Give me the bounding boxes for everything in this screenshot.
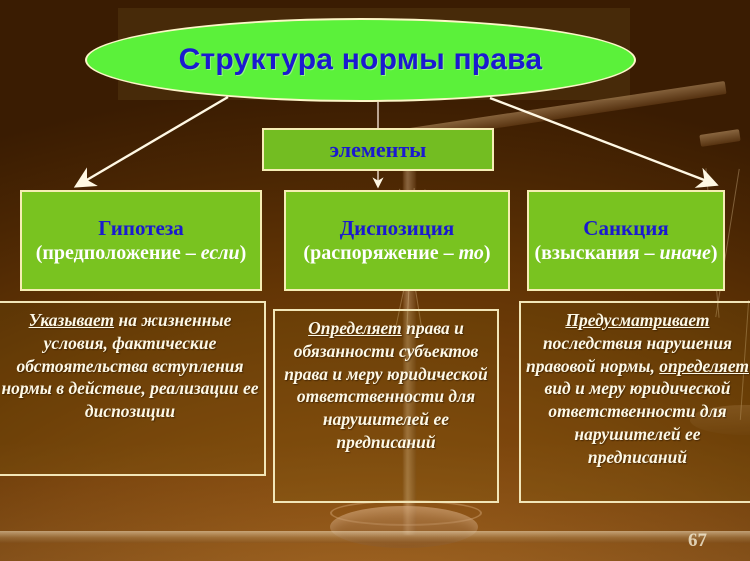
element-box-gipoteza: Гипотеза (предположение – если) bbox=[20, 190, 262, 291]
page-number: 67 bbox=[688, 530, 707, 551]
page-title: Структура нормы права bbox=[178, 43, 543, 76]
element-subtitle-keyword: если bbox=[200, 241, 240, 264]
element-subtitle-keyword: то bbox=[458, 241, 484, 264]
element-subtitle-text: (взыскания – bbox=[534, 241, 660, 264]
element-subtitle-gipoteza: (предположение – если) bbox=[32, 242, 251, 265]
element-heading-dispozicia: Диспозиция bbox=[339, 216, 455, 241]
description-body: права и обязанности субъектов права и ме… bbox=[284, 318, 488, 452]
description-keyword: Указывает bbox=[28, 310, 115, 330]
element-subtitle-keyword: иначе bbox=[659, 241, 711, 264]
description-body: последствия нарушения правовой нормы, bbox=[526, 332, 733, 376]
element-subtitle-text: (распоряжение – bbox=[303, 241, 459, 264]
description-body-secondary: вид и меру юридической ответственности д… bbox=[544, 378, 731, 467]
element-subtitle-sankcia: (взыскания – иначе) bbox=[530, 242, 721, 265]
element-subtitle-tail: ) bbox=[483, 241, 491, 264]
scales-pan-rim bbox=[330, 500, 482, 526]
element-subtitle-tail: ) bbox=[239, 241, 247, 264]
arrow-title-to-gipoteza bbox=[73, 95, 229, 188]
arrow-title-to-sankcia bbox=[489, 96, 719, 188]
elements-label-box: элементы bbox=[262, 128, 494, 171]
element-box-dispozicia: Диспозиция (распоряжение – то) bbox=[284, 190, 510, 291]
element-heading-gipoteza: Гипотеза bbox=[98, 216, 184, 241]
description-keyword: Предусматривает bbox=[565, 310, 710, 330]
elements-label: элементы bbox=[329, 136, 427, 162]
description-text-gipoteza: Указывает на жизненные условия, фактичес… bbox=[1, 309, 259, 423]
base-band bbox=[0, 531, 750, 543]
description-text-sankcia: Предусматривает последствия нарушения пр… bbox=[526, 309, 749, 468]
slide-title-ellipse: Структура нормы права bbox=[85, 18, 636, 102]
description-keyword-secondary: определяет bbox=[659, 355, 749, 376]
element-subtitle-text: (предположение – bbox=[35, 241, 201, 264]
description-box-sankcia: Предусматривает последствия нарушения пр… bbox=[519, 301, 750, 503]
element-subtitle-dispozicia: (распоряжение – то) bbox=[299, 242, 494, 265]
scales-pan-left bbox=[330, 506, 478, 548]
element-heading-sankcia: Санкция bbox=[583, 216, 669, 241]
description-body: на жизненные условия, фактические обстоя… bbox=[1, 310, 259, 421]
description-keyword: Определяет bbox=[308, 318, 402, 338]
description-box-gipoteza: Указывает на жизненные условия, фактичес… bbox=[0, 301, 266, 476]
element-subtitle-tail: ) bbox=[710, 241, 718, 264]
element-box-sankcia: Санкция (взыскания – иначе) bbox=[527, 190, 725, 291]
scales-beam-cap bbox=[699, 129, 741, 147]
description-box-dispozicia: Определяет права и обязанности субъектов… bbox=[273, 309, 499, 503]
description-text-dispozicia: Определяет права и обязанности субъектов… bbox=[280, 317, 492, 454]
